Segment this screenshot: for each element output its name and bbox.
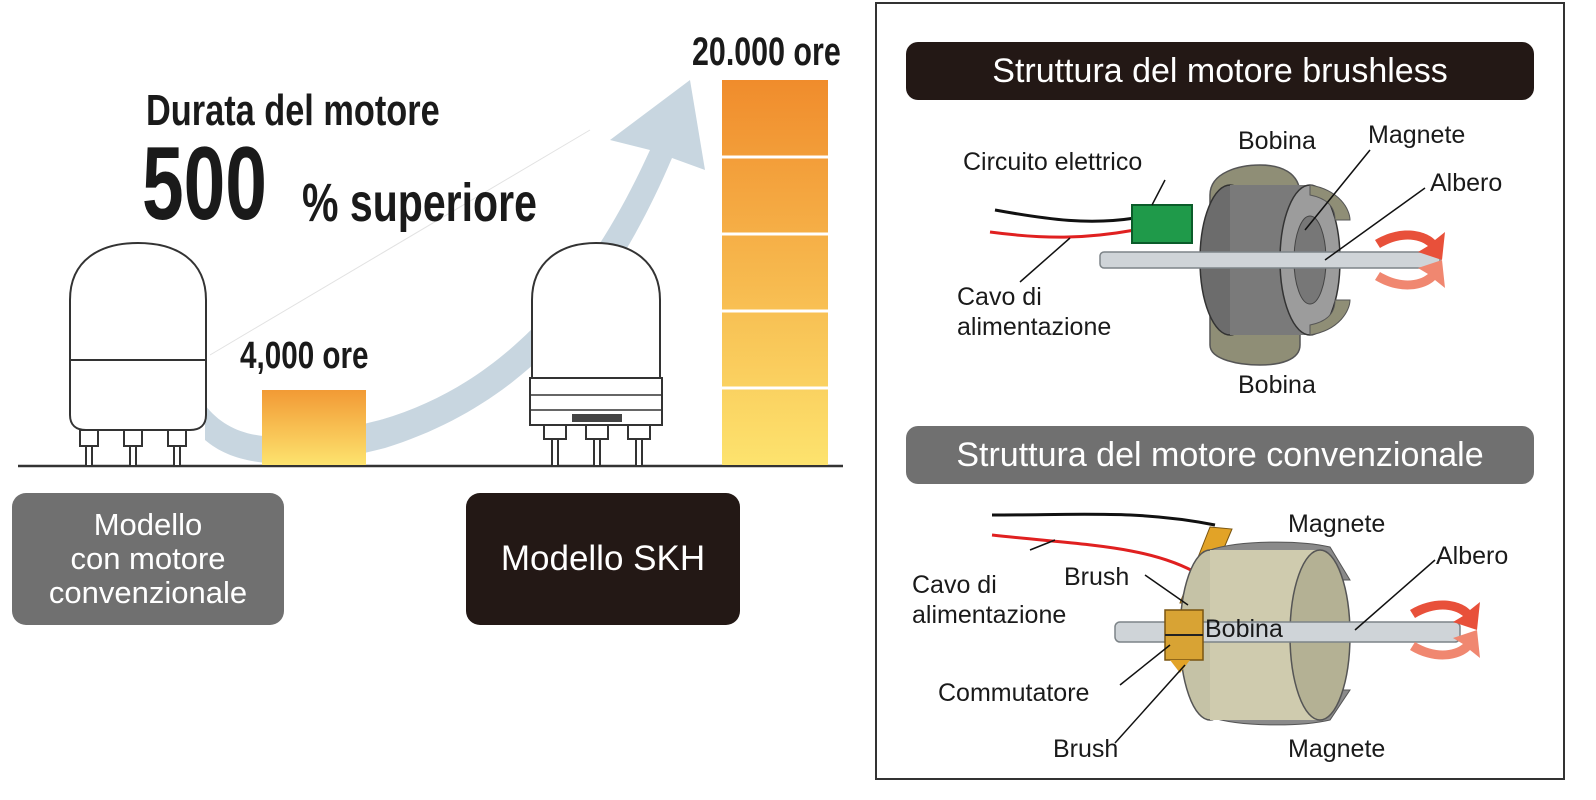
- conventional-coil-label: Bobina: [1205, 615, 1283, 643]
- guide-line: [209, 129, 591, 356]
- red-wire: [989, 228, 1136, 239]
- headline-line1: Durata del motore: [146, 86, 440, 135]
- rotation-arrow-icon: [1375, 230, 1445, 260]
- brushless-cable-label-1: Cavo di: [957, 283, 1042, 311]
- black-wire: [991, 512, 1216, 527]
- brushless-shaft-label: Albero: [1430, 169, 1503, 197]
- circuit-board: [1131, 204, 1193, 244]
- bar-skh: [722, 80, 828, 465]
- red-wire: [991, 533, 1201, 577]
- headline-big-number: 500: [142, 126, 267, 242]
- conventional-brush-top-label: Brush: [1064, 563, 1130, 591]
- conventional-cable-label-1: Cavo di: [912, 571, 997, 599]
- conventional-commutator-label: Commutatore: [938, 679, 1090, 707]
- skh-lamp-icon: [529, 241, 663, 467]
- brushless-cable-label-2: alimentazione: [957, 313, 1112, 341]
- skh-model-label: Modello SKH: [466, 493, 740, 625]
- bar-label-skh: 20.000 ore: [692, 30, 841, 74]
- brushless-coil-bottom-label: Bobina: [1238, 371, 1316, 399]
- conventional-title: Struttura del motore convenzionale: [906, 426, 1534, 484]
- conventional-magnet-top-label: Magnete: [1288, 510, 1386, 538]
- motor-structure-panel: [875, 2, 1565, 780]
- brushless-circuit-label: Circuito elettrico: [963, 148, 1143, 176]
- brushless-magnet-label: Magnete: [1368, 121, 1466, 149]
- conventional-cable-label-2: alimentazione: [912, 601, 1067, 629]
- conventional-magnet-bottom-label: Magnete: [1288, 735, 1386, 763]
- brushless-title: Struttura del motore brushless: [906, 42, 1534, 100]
- bar-label-conventional: 4,000 ore: [240, 335, 369, 377]
- conventional-lamp-icon: [69, 241, 207, 467]
- headline-percent: % superiore: [302, 173, 537, 233]
- rotation-arrow-icon: [1410, 600, 1480, 630]
- conventional-model-label: Modello con motore convenzionale: [12, 493, 284, 625]
- black-wire: [994, 208, 1136, 223]
- bar-conventional: [262, 390, 366, 465]
- brushless-coil-top-label: Bobina: [1238, 127, 1316, 155]
- conventional-brush-bottom-label: Brush: [1053, 735, 1119, 763]
- conventional-motor-diagram: [991, 512, 1480, 744]
- brushless-motor-diagram: [989, 149, 1445, 366]
- conventional-model-text: Modello con motore convenzionale: [48, 507, 248, 610]
- conventional-shaft-label: Albero: [1436, 542, 1509, 570]
- skh-model-text: Modello SKH: [500, 539, 706, 578]
- lifespan-illustration: [18, 80, 843, 468]
- shaft-bar: [1099, 251, 1441, 269]
